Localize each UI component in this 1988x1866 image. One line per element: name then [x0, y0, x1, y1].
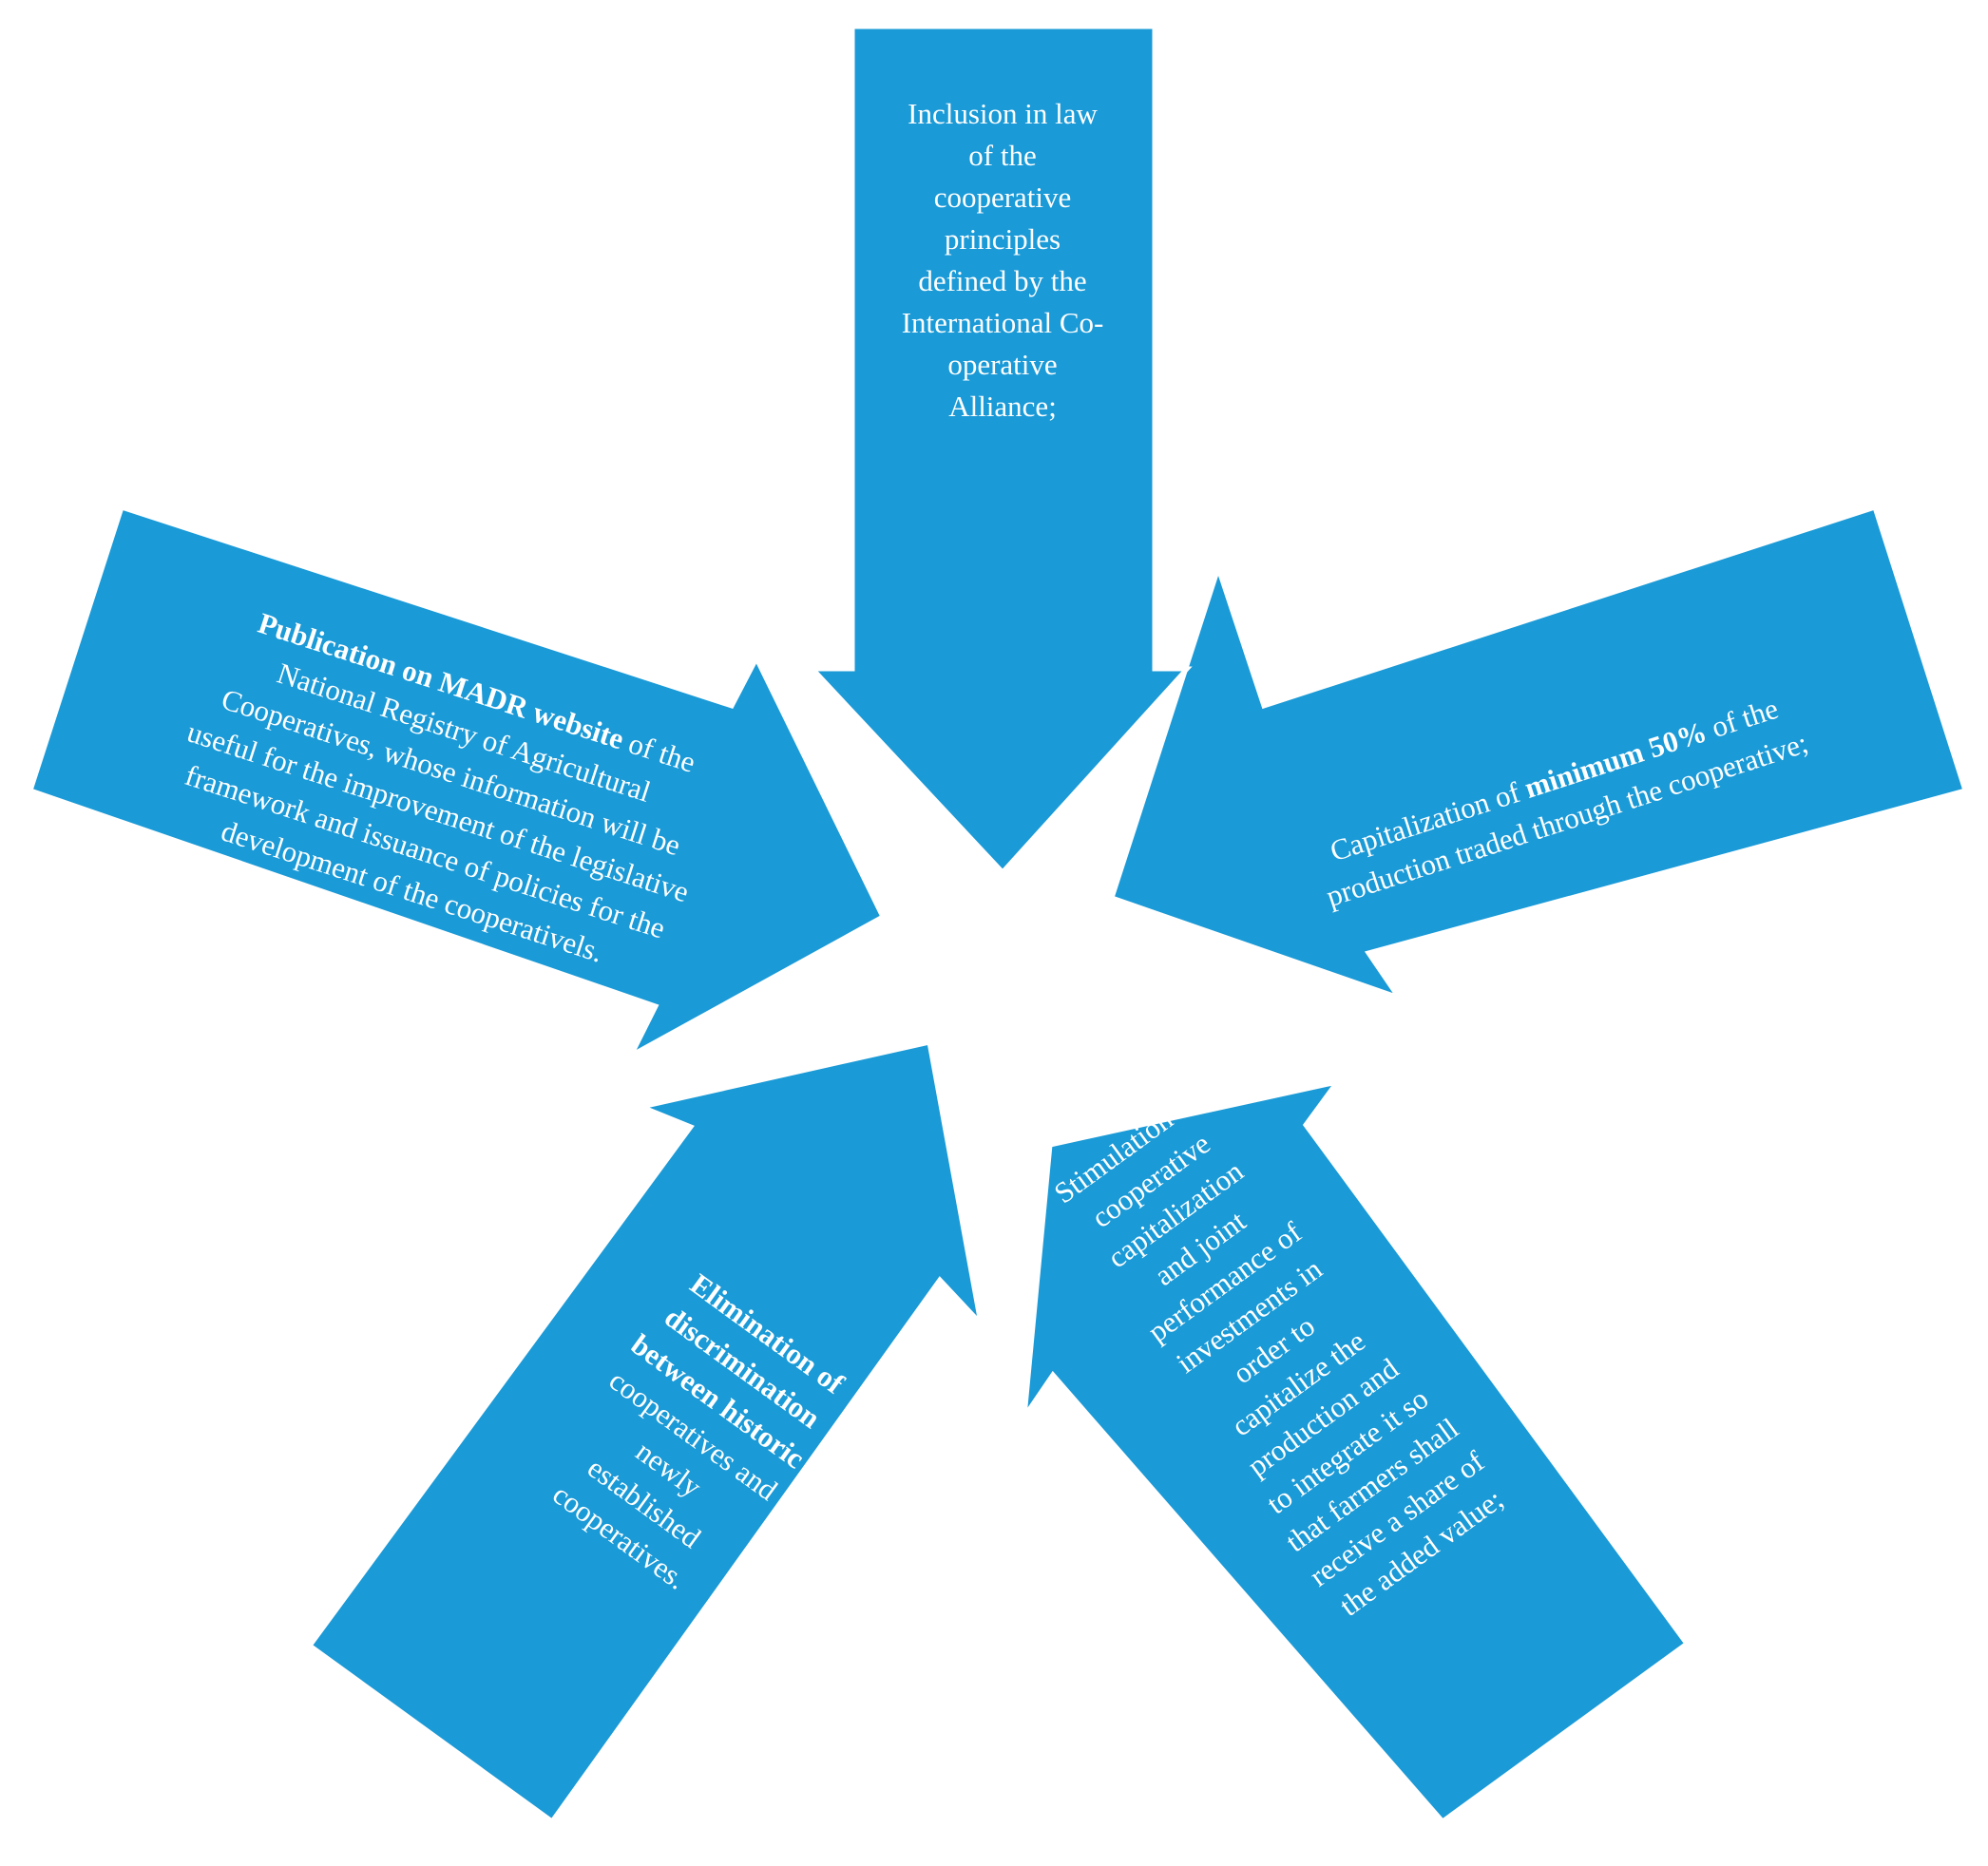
arrow-top-text: Inclusion in law of the cooperative princip… [902, 97, 1104, 423]
arrow-top-line: defined by the [918, 264, 1086, 297]
text-segment: of the [968, 139, 1036, 172]
arrow-top-line: of the [968, 139, 1036, 172]
arrow-top-shape [807, 24, 1193, 876]
text-segment: cooperative [934, 181, 1072, 214]
text-segment: International Co- [902, 306, 1104, 339]
arrow-bottom-right-text: Stimulation ofcooperativecapitalizationa… [1033, 1072, 1516, 1627]
text-segment: principles [945, 222, 1061, 256]
arrow-bottom-right-shape [1022, 1078, 1691, 1825]
text-segment: operative [947, 348, 1057, 381]
arrow-top-line: cooperative [934, 181, 1072, 214]
arrow-top-line: Alliance; [948, 390, 1057, 423]
arrow-top-line: Inclusion in law [908, 97, 1098, 130]
text-segment: defined by the [918, 264, 1086, 297]
text-segment: Alliance; [948, 390, 1057, 423]
arrow-top-line: operative [947, 348, 1057, 381]
arrow-left-shape [27, 504, 887, 1062]
arrow-bottom-left-shape [306, 1038, 984, 1825]
text-segment: Inclusion in law [908, 97, 1098, 130]
arrow-top-line: International Co- [902, 306, 1104, 339]
arrow-top-line: principles [945, 222, 1061, 256]
arrow-right-shape [1108, 504, 1969, 1002]
